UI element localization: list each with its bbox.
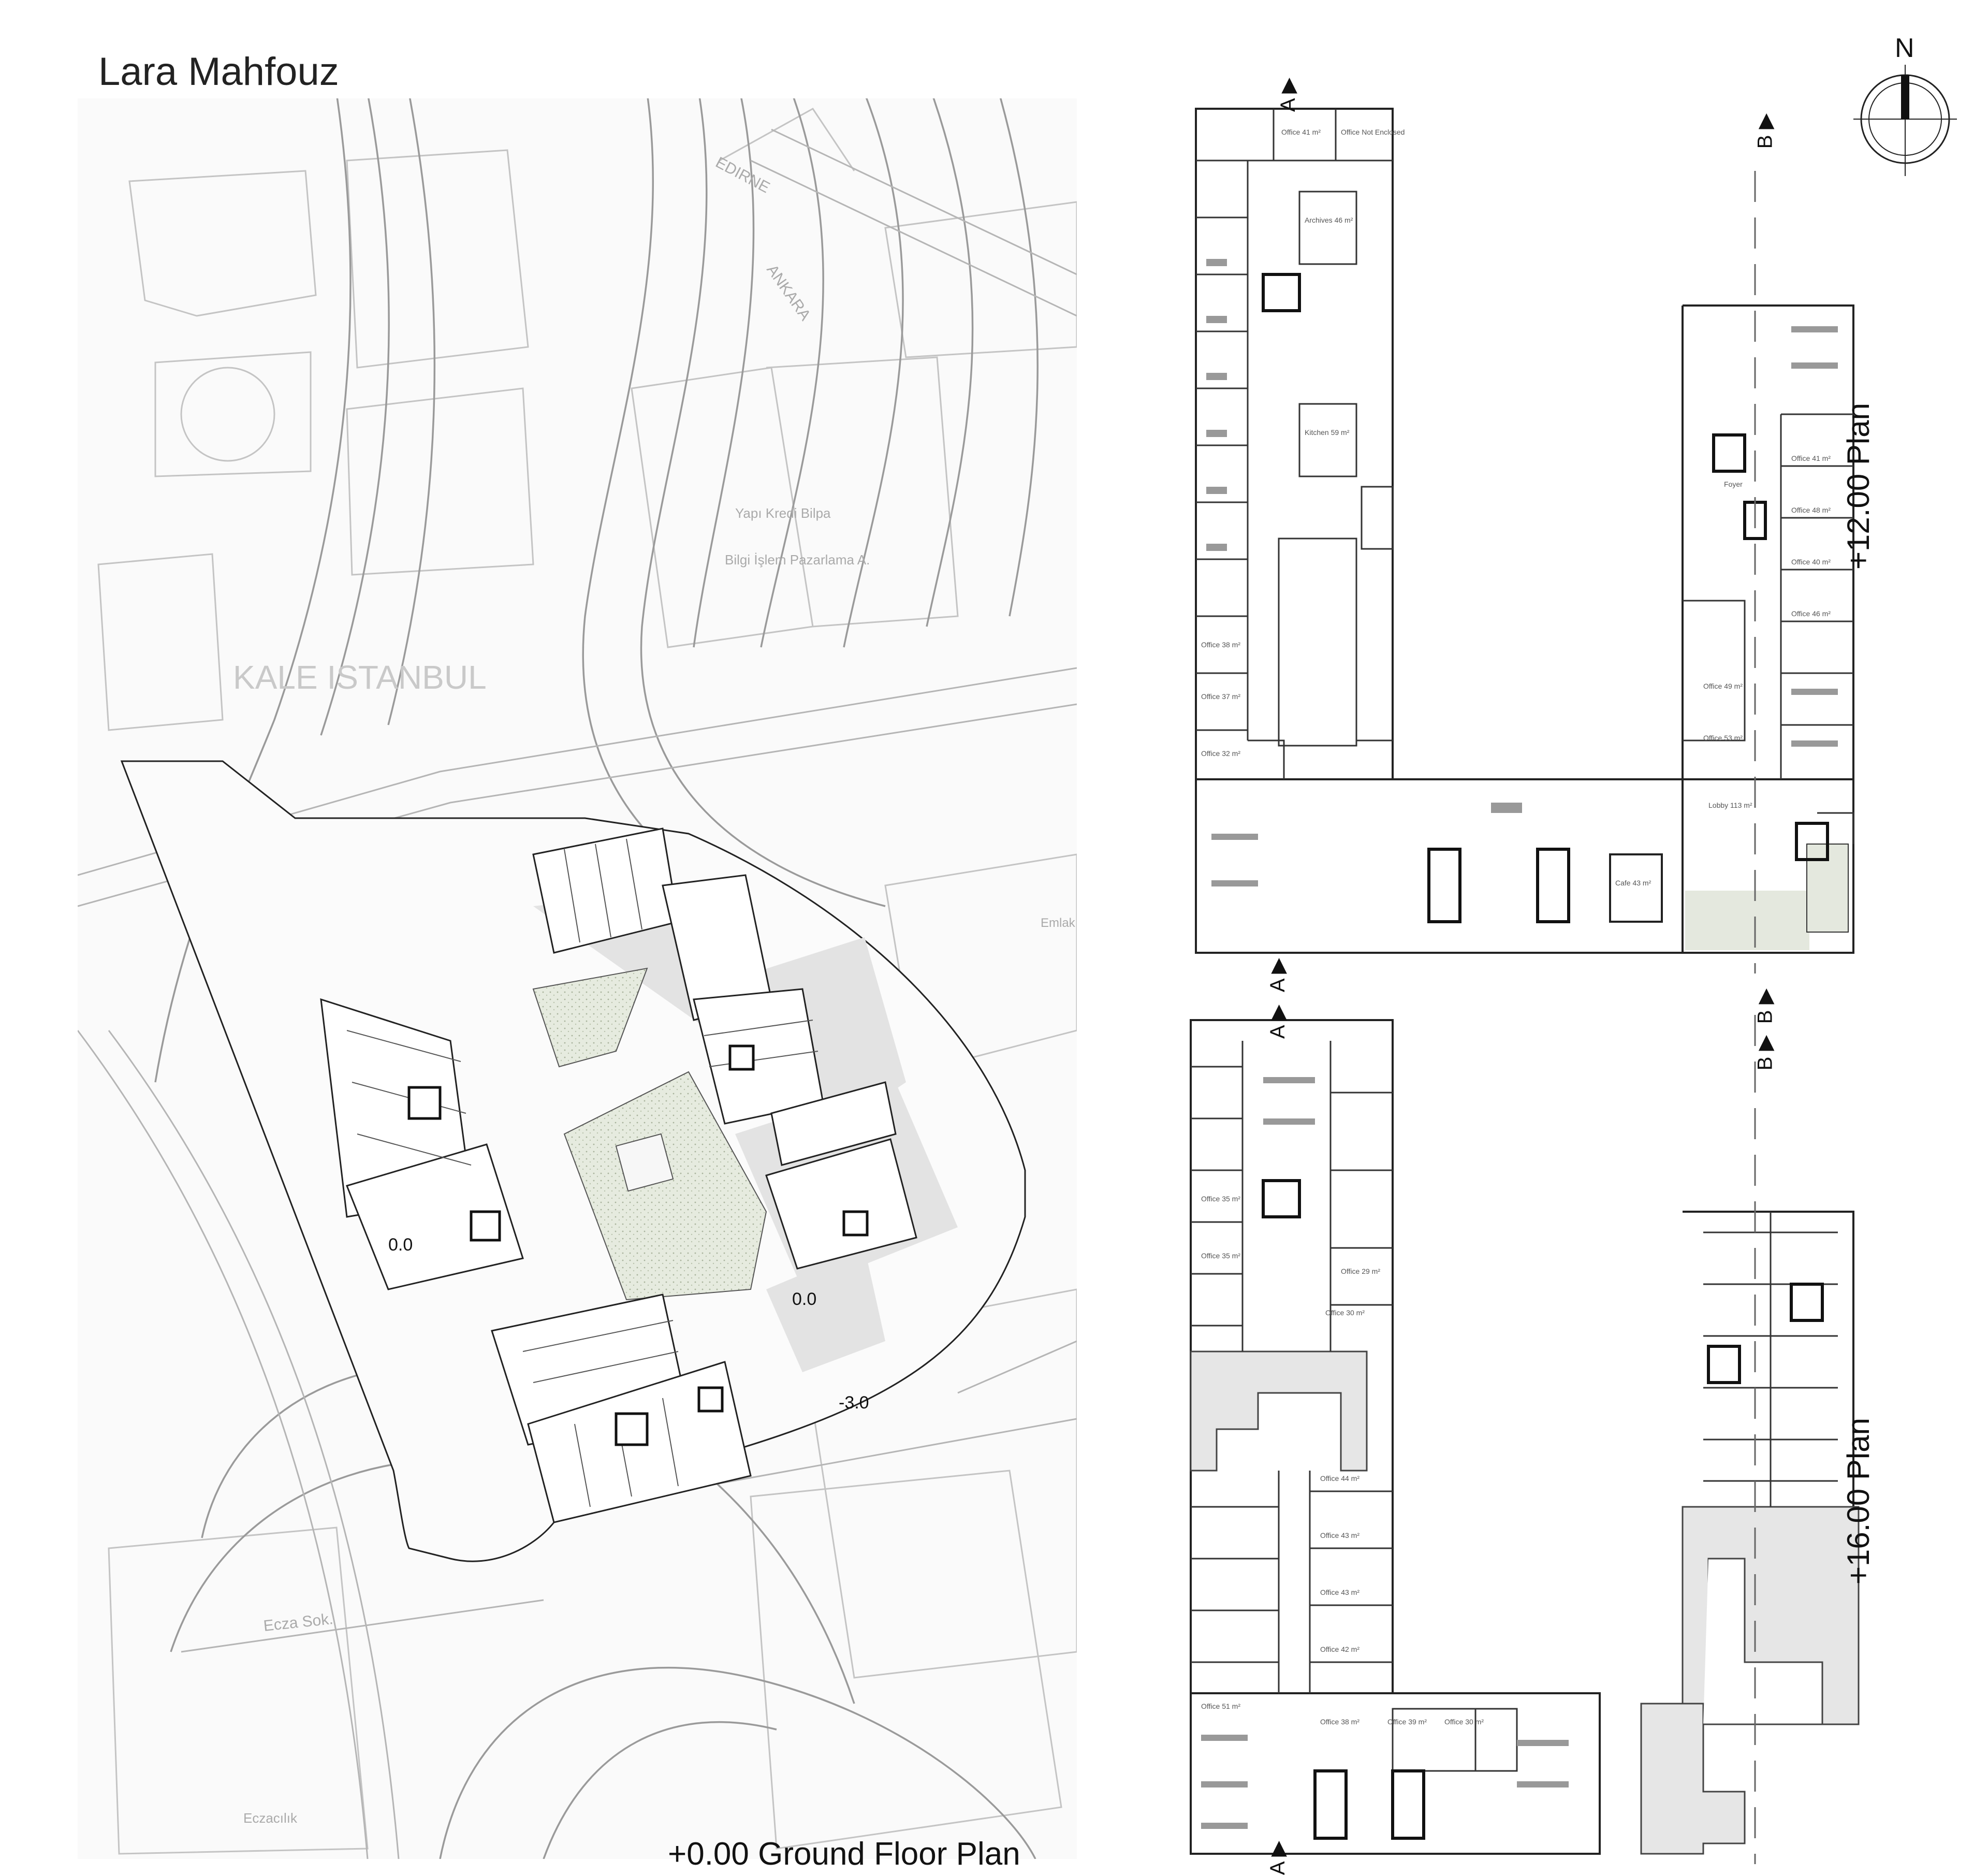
room-label: Office 35 m²	[1201, 1252, 1240, 1260]
plan-16: Office 35 m² Office 35 m² Office 29 m² O…	[1190, 1015, 1860, 1864]
terrace	[1190, 1350, 1368, 1472]
svg-text:Bilgi İşlem Pazarlama A.: Bilgi İşlem Pazarlama A.	[725, 552, 870, 568]
section-marker-b: B ▶	[1753, 113, 1777, 149]
terrace	[1640, 1703, 1746, 1855]
room-label: Office 30 m²	[1325, 1309, 1365, 1317]
author-name: Lara Mahfouz	[98, 50, 339, 94]
room-label: Office 38 m²	[1201, 641, 1240, 649]
section-letter: A	[1277, 99, 1300, 112]
north-label: N	[1895, 36, 1914, 63]
section-letter: B	[1753, 1010, 1777, 1024]
room-label: Office 43 m²	[1320, 1531, 1360, 1539]
room-label: Office 29 m²	[1341, 1267, 1380, 1275]
level-mark: -3.0	[839, 1393, 869, 1413]
north-arrow-icon: N	[1853, 36, 1957, 176]
section-marker-a: A ▶	[1277, 77, 1300, 112]
section-letter: B	[1753, 1056, 1777, 1071]
site-plan: EDIRNE ANKARA KALE ISTANBUL Yapı Kredi B…	[78, 98, 1077, 1859]
room-label: Office 43 m²	[1320, 1588, 1360, 1596]
section-letter: A	[1266, 1026, 1290, 1039]
room-label: Office 40 m²	[1791, 558, 1831, 566]
room-label: Archives 46 m²	[1305, 216, 1353, 224]
section-letter: A	[1266, 979, 1290, 993]
room-label: Office 32 m²	[1201, 749, 1240, 758]
building-blocks	[320, 827, 917, 1523]
room-label: Office 39 m²	[1387, 1718, 1427, 1726]
section-letter: A	[1266, 1862, 1290, 1875]
level-mark: 0.0	[388, 1235, 413, 1255]
room-label: Office 46 m²	[1791, 609, 1831, 618]
room-label: Office 35 m²	[1201, 1195, 1240, 1203]
plan-12: Office 41 m² Office Not Enclosed Archive…	[1195, 108, 1854, 973]
svg-text:Eczacılık: Eczacılık	[243, 1810, 298, 1826]
room-label: Office 49 m²	[1703, 682, 1743, 690]
room-label: Foyer	[1724, 480, 1743, 488]
cores	[407, 1044, 869, 1446]
room-label: Office 41 m²	[1281, 128, 1321, 136]
svg-text:Emlak: Emlak	[1041, 916, 1076, 930]
room-label: Lobby 113 m²	[1708, 801, 1752, 809]
room-label: Office 48 m²	[1791, 506, 1831, 514]
svg-text:Yapı Kredi Bilpa: Yapı Kredi Bilpa	[735, 505, 831, 521]
room-label: Kitchen 59 m²	[1305, 428, 1350, 437]
section-marker-a: A ▶	[1266, 957, 1290, 993]
section-marker-b: B ▶	[1753, 988, 1777, 1024]
svg-text:KALE ISTANBUL: KALE ISTANBUL	[233, 659, 487, 696]
room-label: Office 44 m²	[1320, 1474, 1360, 1482]
courtyard-1	[532, 967, 648, 1068]
plan-16-caption: +16.00 Plan	[1841, 1418, 1876, 1585]
level-mark: 0.0	[792, 1289, 816, 1309]
courtyard-2	[563, 1071, 767, 1301]
room-label: Office 53 m²	[1703, 734, 1743, 742]
section-marker-b: B ▶	[1753, 1035, 1777, 1071]
section-marker-a: A ▶	[1266, 1840, 1290, 1875]
partitions	[346, 838, 818, 1507]
room-label: Office Not Enclosed	[1341, 128, 1405, 136]
site-plan-caption: +0.00 Ground Floor Plan	[668, 1836, 1020, 1872]
room-label: Office 41 m²	[1791, 454, 1831, 462]
cafe	[1609, 853, 1663, 923]
section-marker-a: A ▶	[1266, 1004, 1290, 1039]
room-label: Office 51 m²	[1201, 1702, 1240, 1710]
section-letter: B	[1753, 135, 1777, 149]
room-label: Office 30 m²	[1444, 1718, 1484, 1726]
room-label: Office 42 m²	[1320, 1645, 1360, 1653]
room-label: Office 37 m²	[1201, 692, 1240, 701]
plan-12-caption: +12.00 Plan	[1841, 403, 1876, 570]
room-label: Cafe 43 m²	[1615, 879, 1651, 887]
room-label: Office 38 m²	[1320, 1718, 1360, 1726]
